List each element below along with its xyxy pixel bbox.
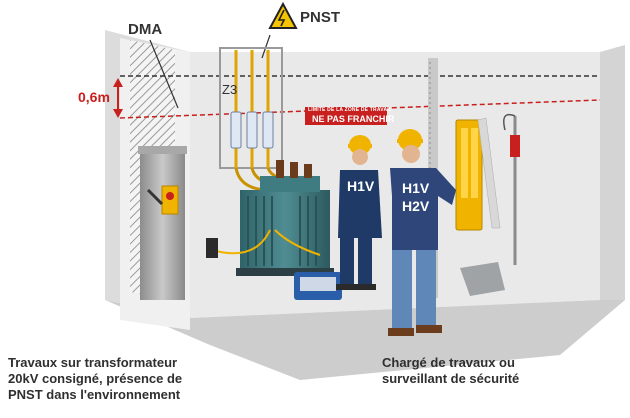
caption-left: Travaux sur transformateur 20kV consigné… xyxy=(8,355,182,403)
worker-right-label-2: H2V xyxy=(402,198,430,214)
right-wall xyxy=(600,45,625,300)
distance-label: 0,6m xyxy=(78,89,110,105)
zone-sign-bg xyxy=(305,107,387,125)
dma-pointer xyxy=(149,39,179,109)
dma-cabinet xyxy=(140,150,185,300)
floor xyxy=(105,300,625,380)
worker-right-label-1: H1V xyxy=(402,180,430,196)
caption-right: Chargé de travaux ou surveillant de sécu… xyxy=(382,355,519,387)
caption-left-line1: Travaux sur transformateur xyxy=(8,355,178,370)
warning-electric-icon xyxy=(268,1,298,29)
caption-left-line3: PNST dans l'environnement xyxy=(8,387,181,402)
z3-label: Z3 xyxy=(222,82,238,97)
worker-right xyxy=(388,129,456,336)
caption-left-line2: 20kV consigné, présence de xyxy=(8,371,183,386)
caption-right-line2: surveillant de sécurité xyxy=(382,371,520,386)
dma-label: DMA xyxy=(128,21,163,38)
voltage-detector-icon xyxy=(455,119,483,231)
pnst-pointer xyxy=(261,34,271,59)
zone-sign-line2: NE PAS FRANCHIR xyxy=(312,114,395,124)
caption-right-line1: Chargé de travaux ou xyxy=(382,355,515,370)
worker-left-label: H1V xyxy=(347,178,375,194)
pnst-label: PNST xyxy=(300,9,341,26)
worker-left xyxy=(336,135,382,290)
zone-sign-line1: LIMITE DE LA ZONE DE TRAVAIL xyxy=(308,107,393,113)
